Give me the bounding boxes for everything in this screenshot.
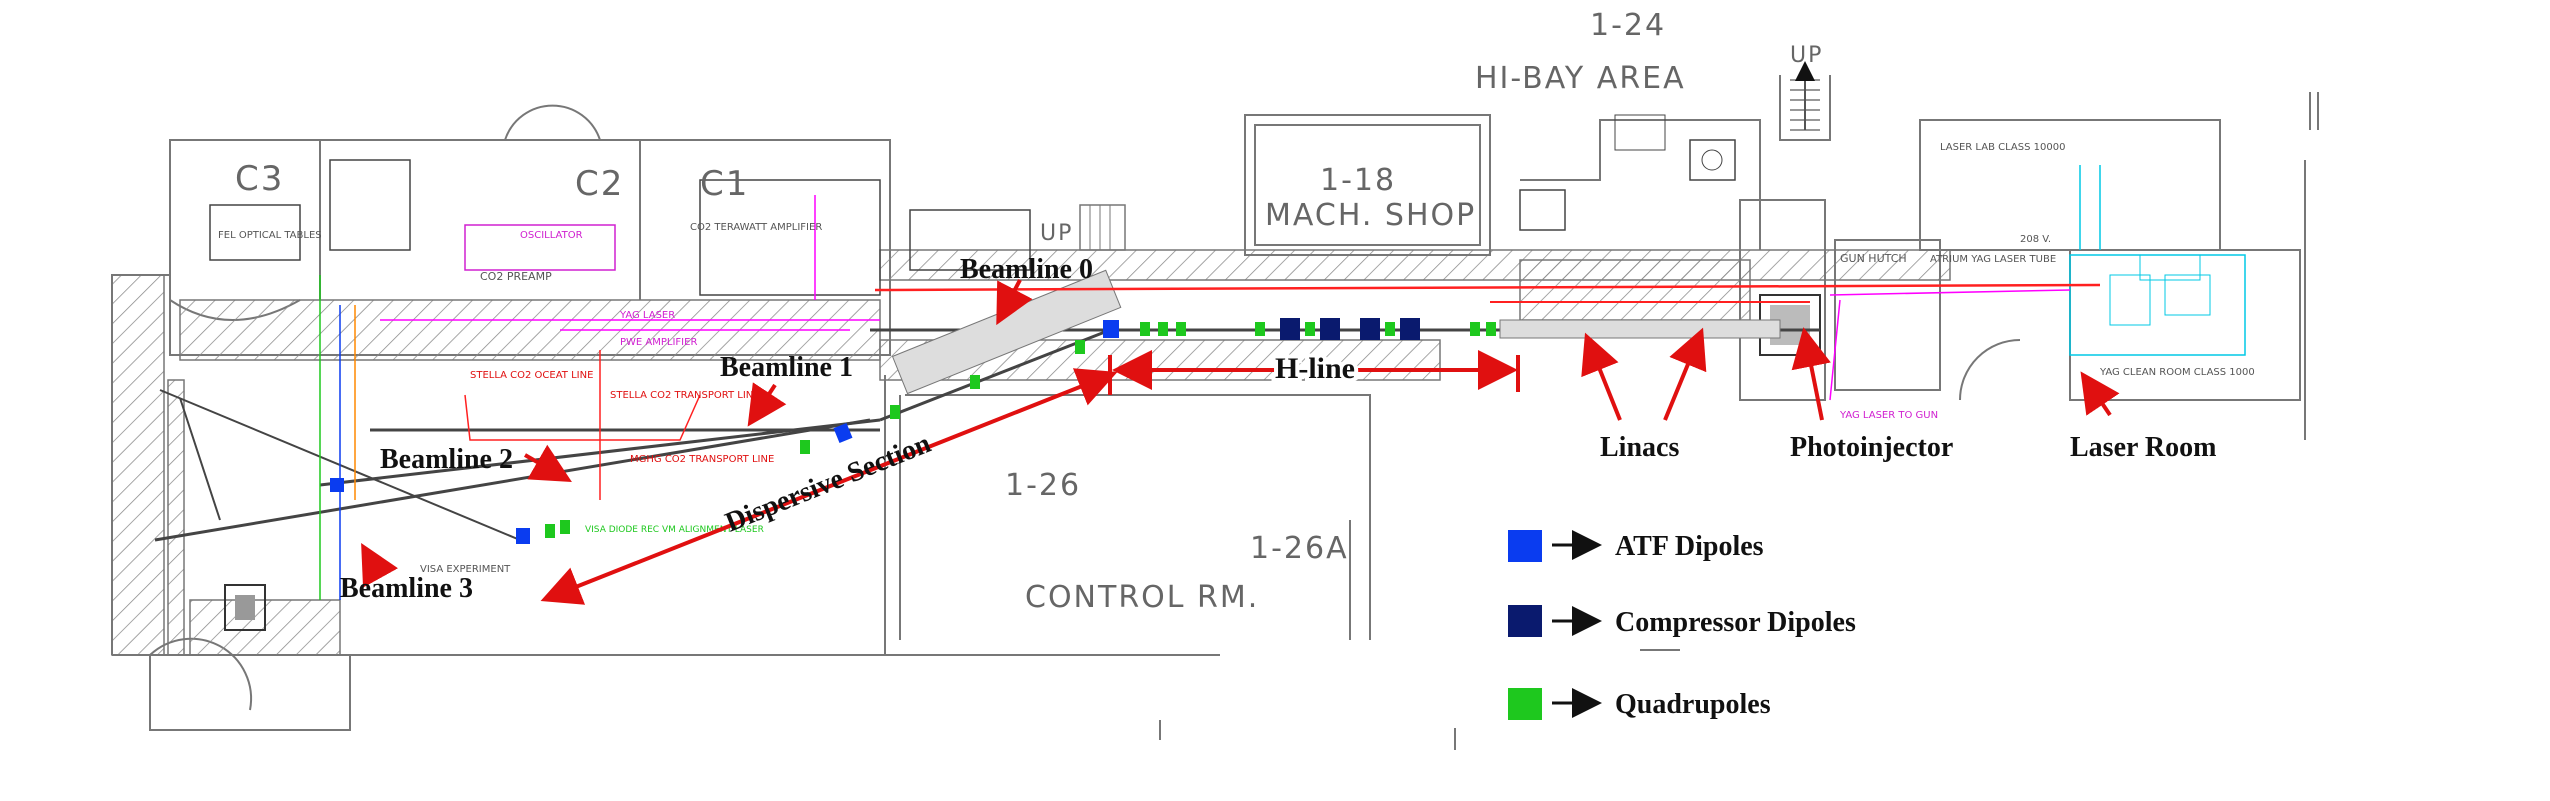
annotation-arrows	[361, 279, 2120, 605]
quadrupole	[800, 440, 810, 454]
quadrupole	[1305, 322, 1315, 336]
legend-swatch-atf	[1508, 530, 1542, 562]
atf-dipole	[516, 528, 530, 544]
legend-item-atf-dipoles: ATF Dipoles	[1508, 530, 1764, 562]
beamline2-label: Beamline 2	[380, 444, 513, 475]
mghg-label: MGHG CO2 TRANSPORT LINE	[630, 454, 774, 465]
hline-label: H-line	[1275, 352, 1355, 385]
compressor-dipole	[1320, 318, 1340, 340]
mach-shop-label: MACH. SHOP	[1265, 198, 1476, 233]
legend: ATF Dipoles Compressor Dipoles Quadrupol…	[1508, 530, 1856, 720]
photoinjector-arrow	[1791, 327, 1831, 421]
visa-exp-label: VISA EXPERIMENT	[420, 564, 511, 575]
quadrupole	[1385, 322, 1395, 336]
laser-room-arrow	[2080, 371, 2120, 417]
quadrupole	[545, 524, 555, 538]
stella-transport-label: STELLA CO2 TRANSPORT LINE	[610, 390, 760, 401]
co2-preamp-label: CO2 PREAMP	[480, 270, 552, 283]
stairs-up-2	[1790, 61, 1820, 131]
pwe-amp-label: PWE AMPLIFIER	[620, 337, 697, 348]
equipment-layout	[209, 114, 2246, 631]
dispersive-section-label: Dispersive Section	[721, 428, 936, 539]
legend-item-compressor-dipoles: Compressor Dipoles	[1508, 605, 1856, 638]
compressor-dipole	[1400, 318, 1420, 340]
room-1-24-label: 1-24	[1590, 8, 1666, 43]
quadrupole	[1255, 322, 1265, 336]
quadrupole	[1158, 322, 1168, 336]
room-1-18-label: 1-18	[1320, 163, 1396, 198]
linacs-arrow-2	[1663, 327, 1707, 421]
quadrupole	[890, 405, 900, 419]
oscillator-label: OSCILLATOR	[520, 230, 583, 241]
quadrupole	[970, 375, 980, 389]
control-room-label: CONTROL RM.	[1025, 580, 1259, 615]
room-c3-label: C3	[235, 159, 284, 199]
room-c1-label: C1	[700, 164, 749, 204]
beamline1-label: Beamline 1	[720, 352, 853, 383]
legend-label-compressor: Compressor Dipoles	[1615, 607, 1856, 638]
legend-item-quadrupoles: Quadrupoles	[1508, 688, 1771, 720]
laser-lab-label: LASER LAB CLASS 10000	[1940, 142, 2065, 153]
dispersive-arrow	[540, 368, 1118, 605]
linacs-label: Linacs	[1600, 432, 1679, 463]
room-c2-label: C2	[575, 164, 624, 204]
beamline0-arrow	[996, 279, 1033, 326]
quadrupole	[560, 520, 570, 534]
beamline0-label: Beamline 0	[960, 254, 1093, 285]
quadrupole	[1176, 322, 1186, 336]
beamline3-arrow	[361, 543, 399, 588]
atf-dipole	[1103, 320, 1119, 338]
room-1-26-label: 1-26	[1005, 468, 1081, 503]
photoinjector-label: Photoinjector	[1790, 432, 1953, 463]
legend-swatch-quadrupole	[1508, 688, 1542, 720]
quadrupole	[1140, 322, 1150, 336]
yag-to-gun-label: YAG LASER TO GUN	[1839, 410, 1938, 421]
room-208-label: 208 V.	[2020, 234, 2051, 245]
up-label-1: UP	[1040, 221, 1073, 246]
quadrupole	[1470, 322, 1480, 336]
building-walls	[111, 61, 2319, 750]
yag-laser-label: YAG LASER	[619, 310, 675, 321]
legend-label-atf: ATF Dipoles	[1615, 531, 1764, 562]
quadrupole	[1075, 340, 1085, 354]
quadrupole	[1486, 322, 1496, 336]
gun-hutch-label: GUN HUTCH	[1840, 252, 1907, 265]
legend-label-quadrupole: Quadrupoles	[1615, 689, 1771, 720]
yag-clean-label: YAG CLEAN ROOM CLASS 1000	[2099, 367, 2255, 378]
atf-dipole	[330, 478, 344, 492]
stairs-up-1	[1079, 204, 1126, 251]
stella-co2-label: STELLA CO2 OCEAT LINE	[470, 370, 593, 381]
fel-tables-label: FEL OPTICAL TABLES	[218, 230, 322, 241]
compressor-dipole	[1280, 318, 1300, 340]
beamline3-label: Beamline 3	[340, 573, 473, 604]
compressor-dipole	[1360, 318, 1380, 340]
hi-bay-label: HI-BAY AREA	[1475, 61, 1686, 96]
co2-amp-label: CO2 TERAWATT AMPLIFIER	[690, 222, 822, 233]
atrium-label: ATRIUM YAG LASER TUBE	[1930, 254, 2056, 265]
laser-room-label: Laser Room	[2070, 432, 2216, 463]
room-1-26a-label: 1-26A	[1250, 531, 1349, 566]
legend-swatch-compressor	[1508, 605, 1542, 637]
up-label-2: UP	[1790, 43, 1823, 68]
linacs-arrow-1	[1581, 332, 1622, 421]
